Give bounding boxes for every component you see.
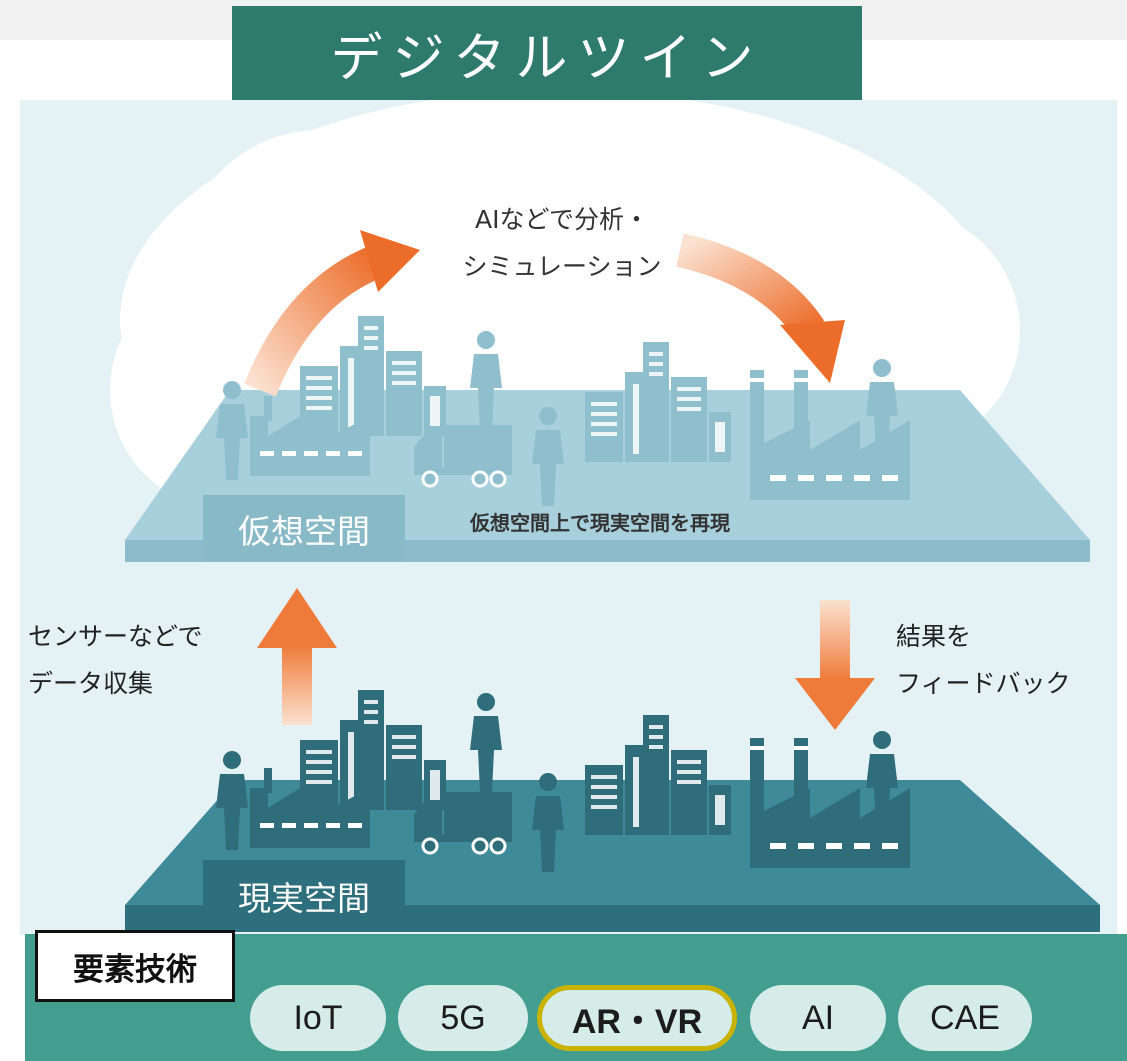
right-flow-line1: 結果を [896, 622, 971, 651]
cloud-label-line1: AIなどで分析・ [475, 205, 649, 234]
virtual-space-tag [203, 495, 405, 561]
up-arrow-head [257, 588, 337, 648]
left-flow-line1: センサーなどで [28, 622, 203, 651]
down-arrow-head [795, 678, 875, 730]
cloud-label-line2: シミュレーション [462, 252, 661, 281]
tech-pill-cae: CAE [898, 985, 1032, 1051]
up-arrow-shaft [282, 645, 312, 725]
virtual-space-name: 仮想空間 [238, 512, 370, 551]
page-title: デジタルツイン [330, 28, 764, 89]
down-arrow-shaft [820, 600, 850, 680]
tech-pill-5g: 5G [398, 985, 528, 1051]
tech-label: 要素技術 [35, 930, 235, 1002]
virtual-space-caption: 仮想空間上で現実空間を再現 [469, 511, 730, 535]
curve-arrow-down [676, 233, 825, 340]
tech-pill-ai: AI [750, 985, 886, 1051]
real-space-tag [203, 860, 405, 930]
digital-twin-diagram: 仮想空間 仮想空間上で現実空間を再現 AIなどで分析・ シミュレーション センサ… [20, 100, 1117, 935]
curve-arrow-up [244, 244, 387, 397]
left-flow-line2: データ収集 [28, 669, 153, 698]
tech-pill-ar-vr: AR・VR [537, 985, 737, 1051]
title-banner: デジタルツイン [232, 6, 862, 100]
right-flow-line2: フィードバック [896, 669, 1071, 698]
tech-pill-iot: IoT [250, 985, 386, 1051]
real-space-name: 現実空間 [238, 879, 370, 918]
